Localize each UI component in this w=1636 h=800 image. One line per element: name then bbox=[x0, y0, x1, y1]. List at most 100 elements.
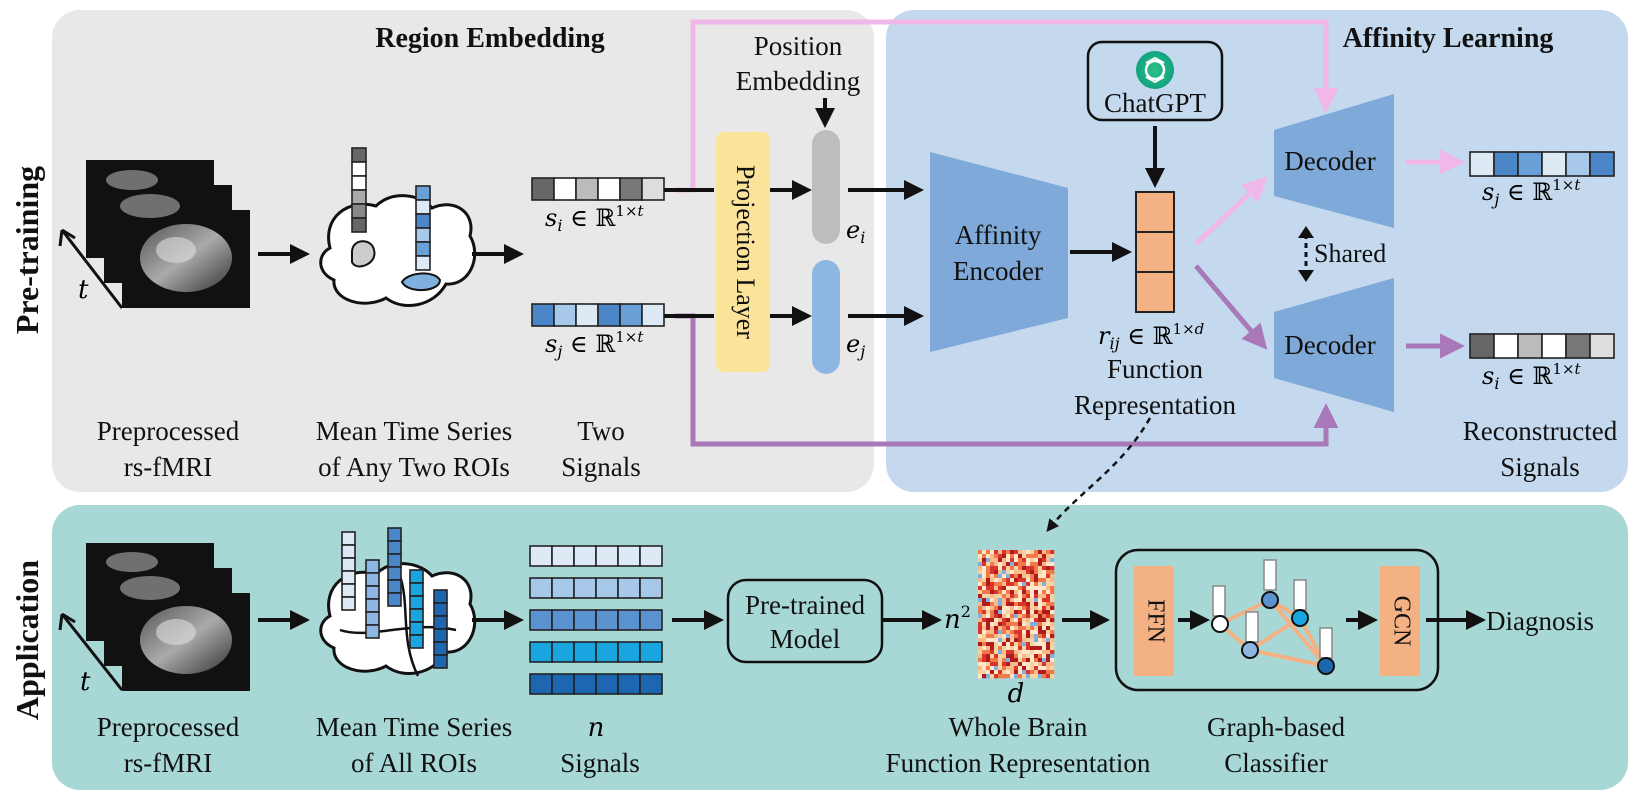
heatmap-cell bbox=[978, 574, 983, 579]
heatmap-cell bbox=[1046, 610, 1051, 615]
heatmap-cell bbox=[990, 558, 995, 563]
heatmap-cell bbox=[1002, 614, 1007, 619]
heatmap-cell bbox=[1050, 598, 1055, 603]
heatmap-cell bbox=[1030, 606, 1035, 611]
heatmap-cell bbox=[982, 562, 987, 567]
heatmap-cell bbox=[1014, 550, 1019, 555]
heatmap-cell bbox=[1030, 630, 1035, 635]
heatmap-cell bbox=[998, 554, 1003, 559]
heatmap-cell bbox=[1038, 666, 1043, 671]
heatmap-cell bbox=[1046, 614, 1051, 619]
heatmap-cell bbox=[1002, 574, 1007, 579]
heatmap-cell bbox=[1006, 566, 1011, 571]
heatmap-cell bbox=[1046, 658, 1051, 663]
heatmap-cell bbox=[1014, 662, 1019, 667]
heatmap-cell bbox=[1042, 674, 1047, 679]
heatmap-cell bbox=[982, 550, 987, 555]
heatmap-cell bbox=[994, 566, 999, 571]
heatmap-cell bbox=[982, 618, 987, 623]
heatmap-cell bbox=[1022, 610, 1027, 615]
heatmap-cell bbox=[986, 650, 991, 655]
heatmap-cell bbox=[982, 630, 987, 635]
heatmap-cell bbox=[986, 666, 991, 671]
heatmap-cell bbox=[1014, 566, 1019, 571]
heatmap-cell bbox=[1006, 638, 1011, 643]
heatmap-cell bbox=[1014, 574, 1019, 579]
heatmap-cell bbox=[1042, 554, 1047, 559]
heatmap-cell bbox=[1046, 674, 1051, 679]
heatmap-cell bbox=[986, 598, 991, 603]
heatmap-cell bbox=[978, 642, 983, 647]
heatmap-cell bbox=[1050, 642, 1055, 647]
heatmap-cell bbox=[1022, 674, 1027, 679]
heatmap-cell bbox=[1030, 614, 1035, 619]
heatmap-cell bbox=[990, 598, 995, 603]
heatmap-cell bbox=[1006, 670, 1011, 675]
heatmap-cell bbox=[1026, 622, 1031, 627]
heatmap-cell bbox=[1026, 606, 1031, 611]
app-roi-caption-line1: Mean Time Series bbox=[316, 712, 513, 742]
heatmap-cell bbox=[982, 582, 987, 587]
heatmap-cell bbox=[982, 662, 987, 667]
heatmap-cell bbox=[998, 634, 1003, 639]
heatmap-cell bbox=[1038, 582, 1043, 587]
heatmap-cell bbox=[1034, 554, 1039, 559]
heatmap-cell bbox=[1030, 574, 1035, 579]
heatmap-cell bbox=[1050, 582, 1055, 587]
heatmap-cell bbox=[1046, 590, 1051, 595]
heatmap-cell bbox=[1018, 574, 1023, 579]
d-label: d bbox=[1008, 679, 1025, 709]
heatmap-cell bbox=[1026, 550, 1031, 555]
heatmap-cell bbox=[978, 566, 983, 571]
heatmap-cell bbox=[1006, 578, 1011, 583]
heatmap-cell bbox=[1030, 578, 1035, 583]
heatmap-cell bbox=[982, 602, 987, 607]
heatmap-cell bbox=[1022, 642, 1027, 647]
heatmap-cell bbox=[1010, 566, 1015, 571]
heatmap-cell bbox=[978, 674, 983, 679]
heatmap-cell bbox=[990, 638, 995, 643]
heatmap-cell bbox=[1010, 662, 1015, 667]
heatmap-cell bbox=[994, 598, 999, 603]
heatmap-cell bbox=[1038, 614, 1043, 619]
heatmap-cell bbox=[1034, 562, 1039, 567]
heatmap-cell bbox=[1002, 670, 1007, 675]
heatmap-cell bbox=[1038, 606, 1043, 611]
heatmap-cell bbox=[982, 586, 987, 591]
heatmap-cell bbox=[994, 662, 999, 667]
heatmap-cell bbox=[1010, 570, 1015, 575]
heatmap-cell bbox=[978, 650, 983, 655]
heatmap-cell bbox=[1030, 670, 1035, 675]
heatmap-cell bbox=[990, 590, 995, 595]
heatmap-cell bbox=[1006, 674, 1011, 679]
heatmap-cell bbox=[1006, 614, 1011, 619]
heatmap-cell bbox=[1046, 550, 1051, 555]
heatmap-cell bbox=[1042, 606, 1047, 611]
pink-arrow-to-top-decoder bbox=[1194, 176, 1268, 246]
heatmap-cell bbox=[1046, 642, 1051, 647]
heatmap-cell bbox=[1030, 618, 1035, 623]
heatmap-cell bbox=[1034, 550, 1039, 555]
heatmap-cell bbox=[1010, 586, 1015, 591]
heatmap-cell bbox=[1022, 574, 1027, 579]
heatmap-cell bbox=[1030, 654, 1035, 659]
heatmap-cell bbox=[1042, 646, 1047, 651]
heatmap-cell bbox=[1018, 558, 1023, 563]
pretrained-line1: Pre-trained bbox=[745, 590, 865, 620]
heatmap-cell bbox=[994, 642, 999, 647]
heatmap-cell bbox=[1050, 594, 1055, 599]
heatmap-cell bbox=[1014, 578, 1019, 583]
heatmap-cell bbox=[1026, 582, 1031, 587]
heatmap-cell bbox=[990, 578, 995, 583]
heatmap-cell bbox=[1014, 634, 1019, 639]
heatmap-cell bbox=[1010, 562, 1015, 567]
heatmap-cell bbox=[1042, 626, 1047, 631]
heatmap-cell bbox=[990, 666, 995, 671]
heatmap-cell bbox=[998, 614, 1003, 619]
function-rep-line1: Function bbox=[1107, 354, 1204, 384]
heatmap-cell bbox=[1046, 626, 1051, 631]
heatmap-cell bbox=[1050, 618, 1055, 623]
heatmap-cell bbox=[986, 646, 991, 651]
heatmap-cell bbox=[994, 646, 999, 651]
mri-stack-icon bbox=[58, 160, 250, 309]
